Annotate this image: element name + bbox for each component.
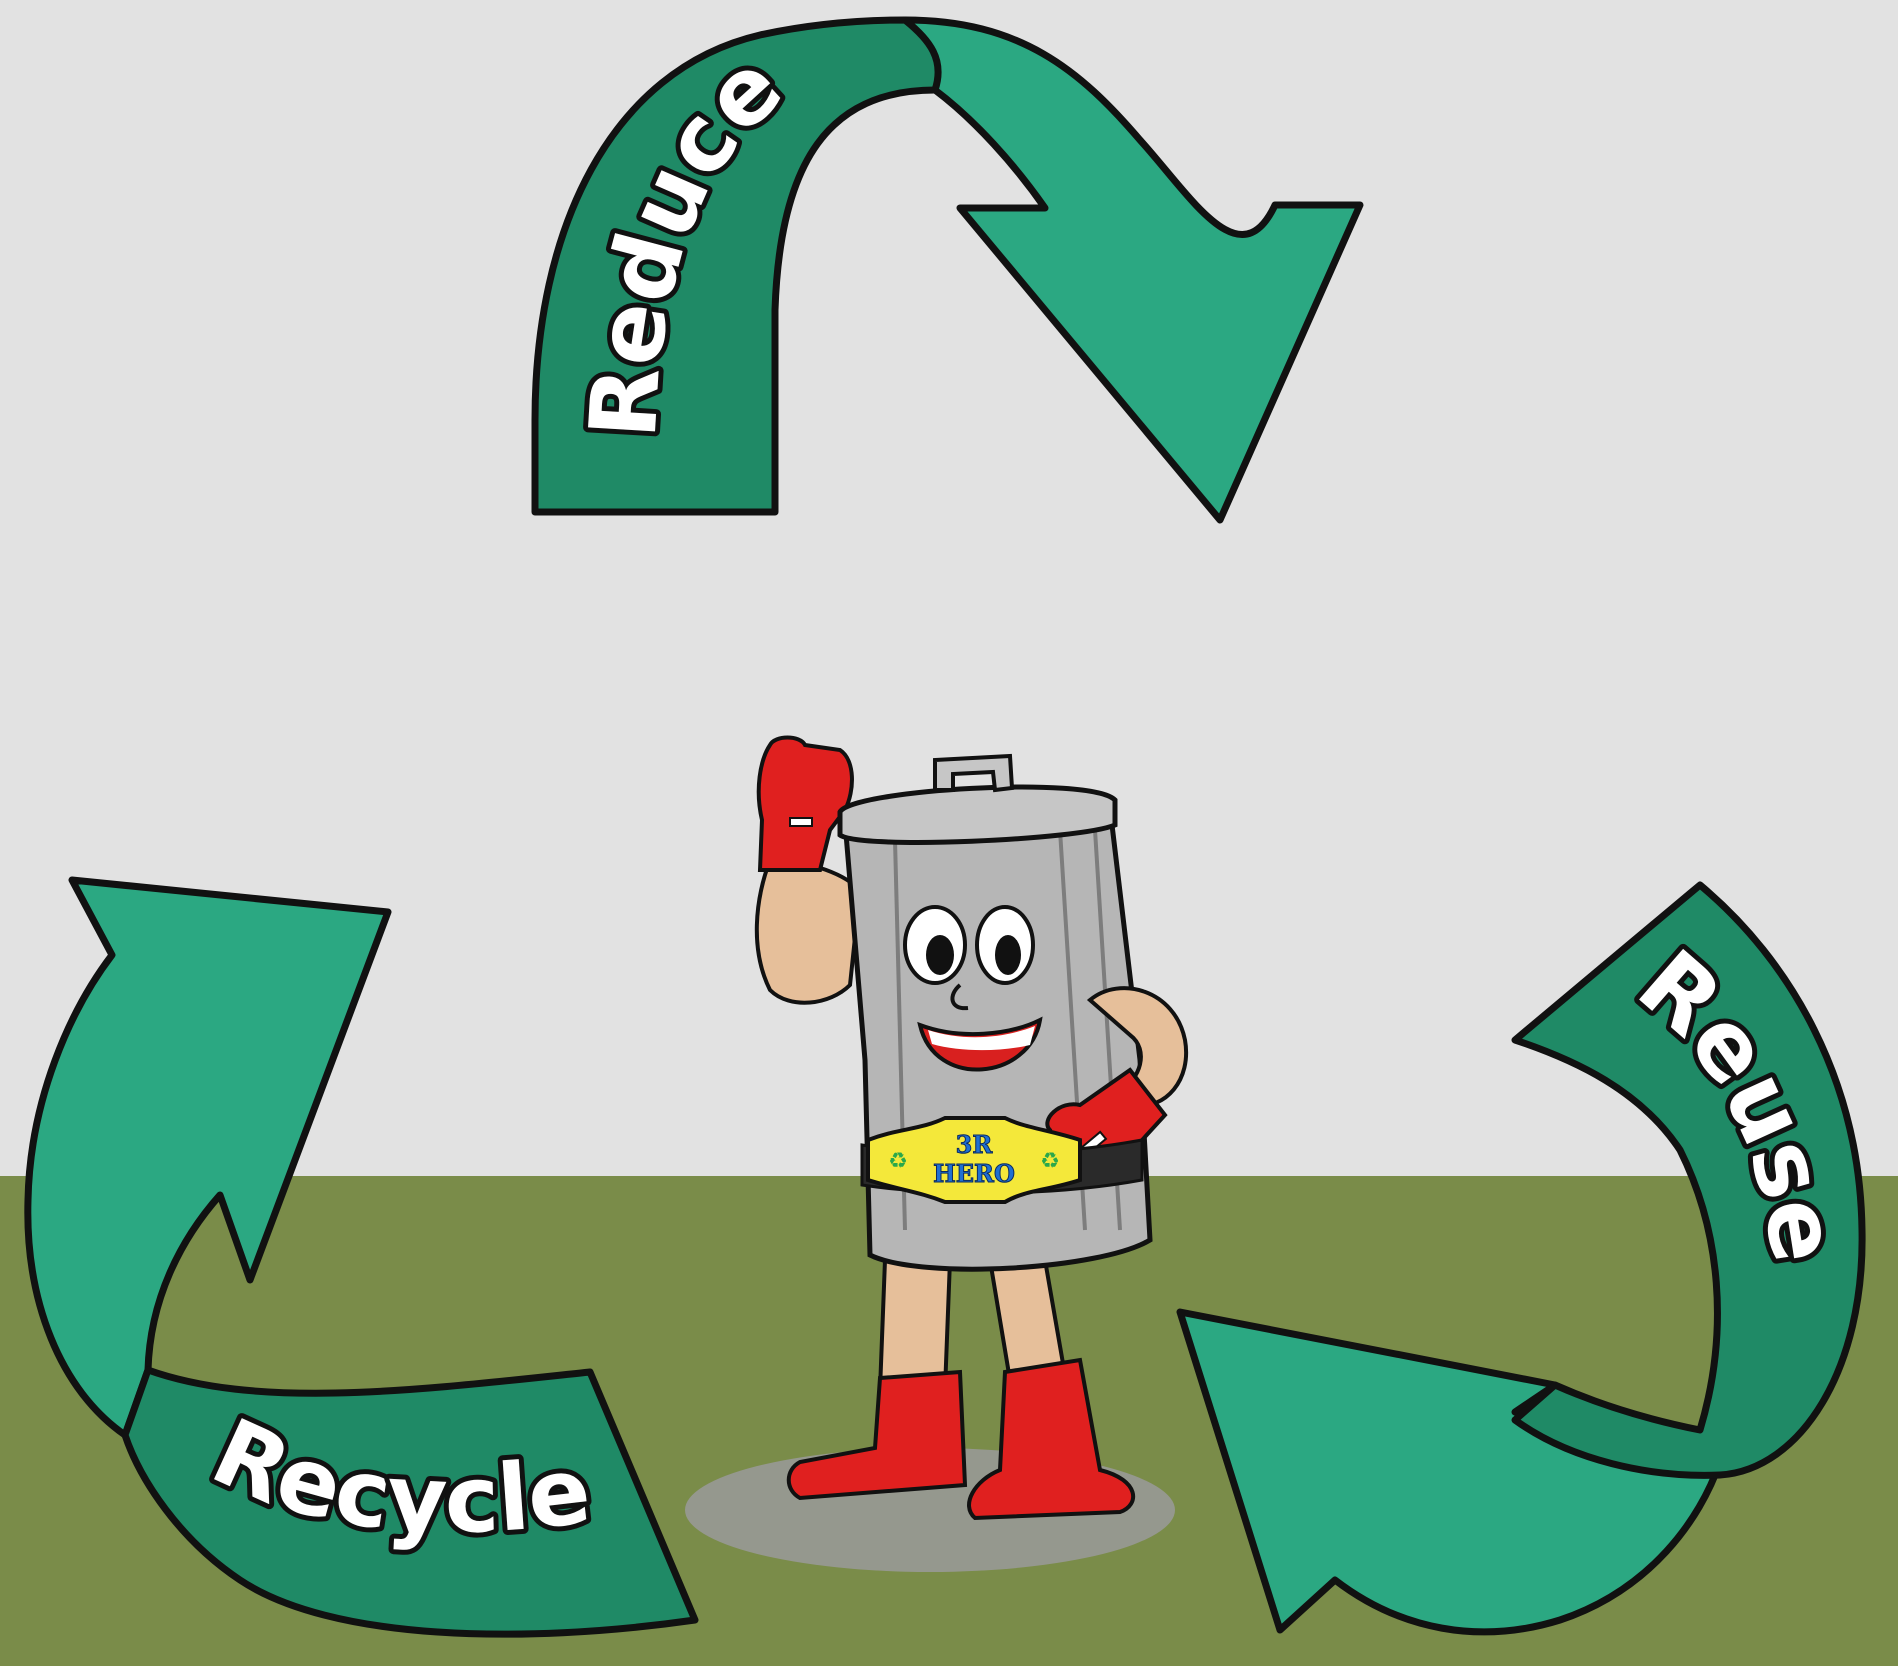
can-lid xyxy=(840,787,1115,842)
raised-arm xyxy=(757,860,860,1003)
belt-text-line2: HERO xyxy=(933,1159,1015,1188)
recycle-symbol-icon: ♻ xyxy=(888,1149,908,1174)
left-leg xyxy=(880,1260,950,1390)
belt-text-line1: 3R xyxy=(956,1130,994,1159)
recycle-symbol-icon: ♻ xyxy=(1040,1149,1060,1174)
